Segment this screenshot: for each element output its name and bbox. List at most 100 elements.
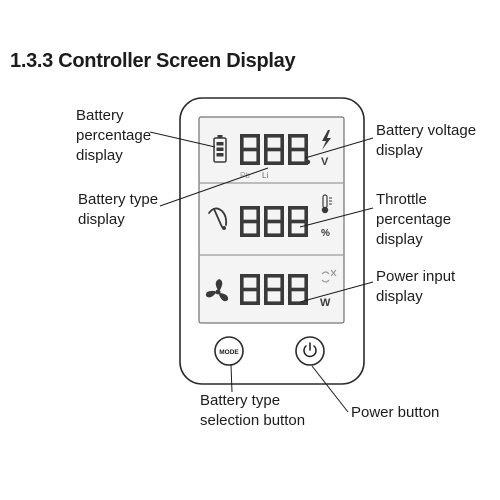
callout-line: Throttle	[376, 191, 427, 208]
digit-segment	[256, 289, 260, 305]
seven-segment-digit	[288, 206, 308, 237]
digit-segment	[264, 134, 268, 150]
callout-line: Power button	[351, 404, 440, 421]
battery-type-li: Li	[262, 171, 268, 180]
power-digits	[240, 274, 308, 305]
digit-segment	[240, 206, 260, 210]
callout-line: Battery	[76, 107, 124, 124]
digit-segment	[264, 289, 268, 305]
digit-segment	[288, 274, 292, 290]
power-button[interactable]	[295, 336, 325, 366]
digit-segment	[240, 221, 244, 237]
callout-battery-type-button: Battery type selection button	[200, 391, 305, 431]
digit-segment	[264, 219, 284, 224]
callout-line: Power input	[376, 268, 456, 285]
section-title: 1.3.3 Controller Screen Display	[10, 50, 296, 72]
leader-line	[230, 364, 233, 393]
digit-segment	[288, 274, 308, 278]
digit-segment	[240, 289, 244, 305]
digit-segment	[280, 149, 284, 165]
seven-segment-digit	[240, 134, 260, 165]
digit-segment	[256, 221, 260, 237]
digit-segment	[280, 221, 284, 237]
battery-icon	[213, 135, 227, 163]
digit-segment	[288, 161, 308, 165]
digit-segment	[264, 287, 284, 292]
leader-line	[149, 131, 216, 148]
digit-segment	[288, 147, 308, 152]
callout-power-input: Power input display	[376, 267, 455, 307]
seven-segment-digit	[240, 206, 260, 237]
thermometer-icon	[321, 194, 332, 214]
wind-icon	[321, 269, 337, 283]
digit-segment	[240, 206, 244, 222]
callout-line: display	[376, 288, 423, 305]
callout-line: Battery type	[78, 191, 159, 208]
digit-segment	[288, 134, 292, 150]
seven-segment-digit	[240, 274, 260, 305]
digit-segment	[288, 134, 308, 138]
callout-battery-voltage: Battery voltage display	[376, 121, 476, 161]
callout-battery-type: Battery type display	[78, 190, 158, 230]
digit-segment	[280, 206, 284, 222]
digit-segment	[264, 274, 284, 278]
callout-line: Battery voltage	[376, 122, 477, 139]
callout-line: display	[76, 147, 123, 164]
power-icon	[303, 342, 317, 358]
callout-battery-percentage: Battery percentage display	[76, 106, 151, 166]
voltage-unit: V	[321, 156, 329, 168]
throttle-icon	[208, 207, 228, 230]
voltage-digits	[240, 134, 308, 165]
digit-segment	[264, 233, 284, 237]
power-unit: W	[320, 297, 331, 309]
digit-segment	[264, 301, 284, 305]
mode-button-label: MODE	[219, 349, 239, 356]
seven-segment-digit	[264, 206, 284, 237]
digit-segment	[264, 161, 284, 165]
callout-throttle-percentage: Throttle percentage display	[376, 190, 451, 250]
digit-segment	[264, 147, 284, 152]
callout-line: display	[78, 211, 125, 228]
callout-line: percentage	[376, 211, 452, 228]
digit-segment	[304, 289, 308, 305]
digit-segment	[264, 149, 268, 165]
digit-segment	[280, 274, 284, 290]
seven-segment-digit	[264, 134, 284, 165]
seven-segment-digit	[288, 274, 308, 305]
digit-segment	[240, 149, 244, 165]
digit-segment	[280, 134, 284, 150]
digit-segment	[288, 287, 308, 292]
decimal-point	[305, 159, 311, 165]
throttle-digits	[240, 206, 308, 237]
digit-segment	[264, 206, 268, 222]
digit-segment	[264, 274, 268, 290]
digit-segment	[304, 274, 308, 290]
callout-line: selection button	[200, 412, 306, 429]
callout-line: Battery type	[200, 392, 281, 409]
digit-segment	[240, 301, 260, 305]
callout-power-button: Power button	[351, 403, 439, 423]
digit-segment	[240, 274, 260, 278]
digit-segment	[264, 134, 284, 138]
digit-segment	[256, 274, 260, 290]
mode-button[interactable]: MODE	[214, 336, 244, 366]
lightning-icon	[322, 130, 331, 150]
digit-segment	[280, 289, 284, 305]
leader-line	[299, 207, 374, 228]
digit-segment	[240, 274, 244, 290]
digit-segment	[264, 206, 284, 210]
seven-segment-digit	[264, 274, 284, 305]
digit-segment	[288, 206, 308, 210]
digit-segment	[288, 219, 308, 224]
callout-line: percentage	[76, 127, 152, 144]
leader-line	[304, 137, 374, 159]
callout-line: display	[376, 142, 423, 159]
digit-segment	[264, 221, 268, 237]
digit-segment	[288, 149, 292, 165]
digit-segment	[304, 206, 308, 222]
battery-type-pb: Pb	[240, 171, 250, 180]
digit-segment	[256, 134, 260, 150]
digit-segment	[240, 219, 260, 224]
digit-segment	[288, 221, 292, 237]
